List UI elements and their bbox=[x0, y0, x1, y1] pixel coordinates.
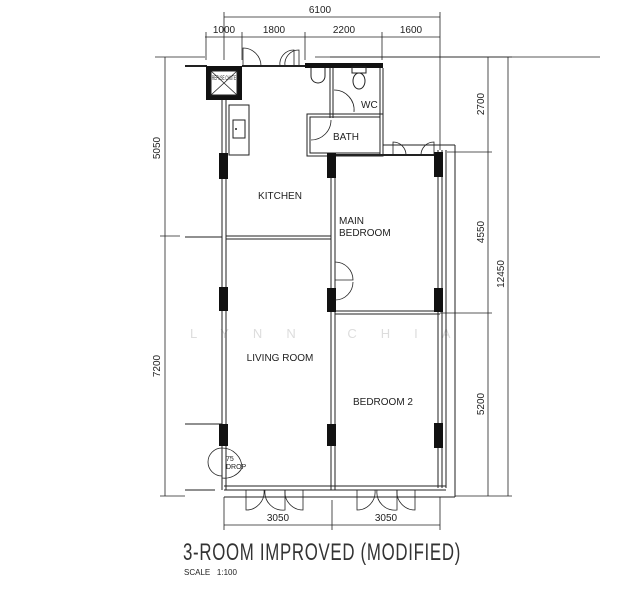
dim-left-2: 7200 bbox=[152, 354, 163, 377]
refuse-chute bbox=[206, 66, 242, 100]
room-label-bedroom-2: BEDROOM 2 bbox=[353, 397, 413, 408]
left-dimensions bbox=[155, 56, 205, 497]
scale-label: SCALE 1:100 bbox=[184, 568, 237, 577]
dim-top-2: 1800 bbox=[263, 25, 286, 36]
dim-top-3: 2200 bbox=[333, 25, 356, 36]
room-label-wc: WC bbox=[361, 100, 378, 111]
room-label-bath: BATH bbox=[333, 132, 359, 143]
right-dimensions bbox=[330, 56, 512, 497]
dim-bottom-1: 3050 bbox=[267, 513, 290, 524]
kitchen-sink bbox=[228, 104, 250, 156]
dim-right-1: 2700 bbox=[476, 92, 487, 115]
top-dimensions bbox=[205, 12, 441, 150]
drop-label: DROP bbox=[226, 464, 247, 471]
structural-columns bbox=[219, 152, 443, 448]
dim-left-1: 5050 bbox=[152, 136, 163, 159]
plan-title: 3-ROOM IMPROVED (MODIFIED) bbox=[183, 539, 461, 566]
room-label-living-room: LIVING ROOM bbox=[247, 353, 314, 364]
room-label-kitchen: KITCHEN bbox=[258, 191, 302, 202]
walls bbox=[185, 56, 600, 498]
dim-right-total: 12450 bbox=[496, 260, 507, 288]
refuse-chute-label: REFUSE CHUTE bbox=[212, 76, 236, 82]
doors bbox=[207, 47, 435, 511]
room-label-main-bedroom-line1: MAIN bbox=[339, 216, 364, 227]
drop-label-size: 75 bbox=[226, 456, 234, 463]
dim-right-2: 4550 bbox=[476, 220, 487, 243]
dim-right-3: 5200 bbox=[476, 392, 487, 415]
watermark: LYNN CHIA bbox=[190, 326, 474, 341]
dim-top-4: 1600 bbox=[400, 25, 423, 36]
dim-top-total: 6100 bbox=[309, 5, 332, 16]
bottom-dimensions bbox=[223, 497, 441, 530]
dim-bottom-2: 3050 bbox=[375, 513, 398, 524]
dim-top-1: 1000 bbox=[213, 25, 236, 36]
room-label-main-bedroom-line2: BEDROOM bbox=[339, 228, 391, 239]
toilet-fixtures bbox=[310, 66, 367, 90]
